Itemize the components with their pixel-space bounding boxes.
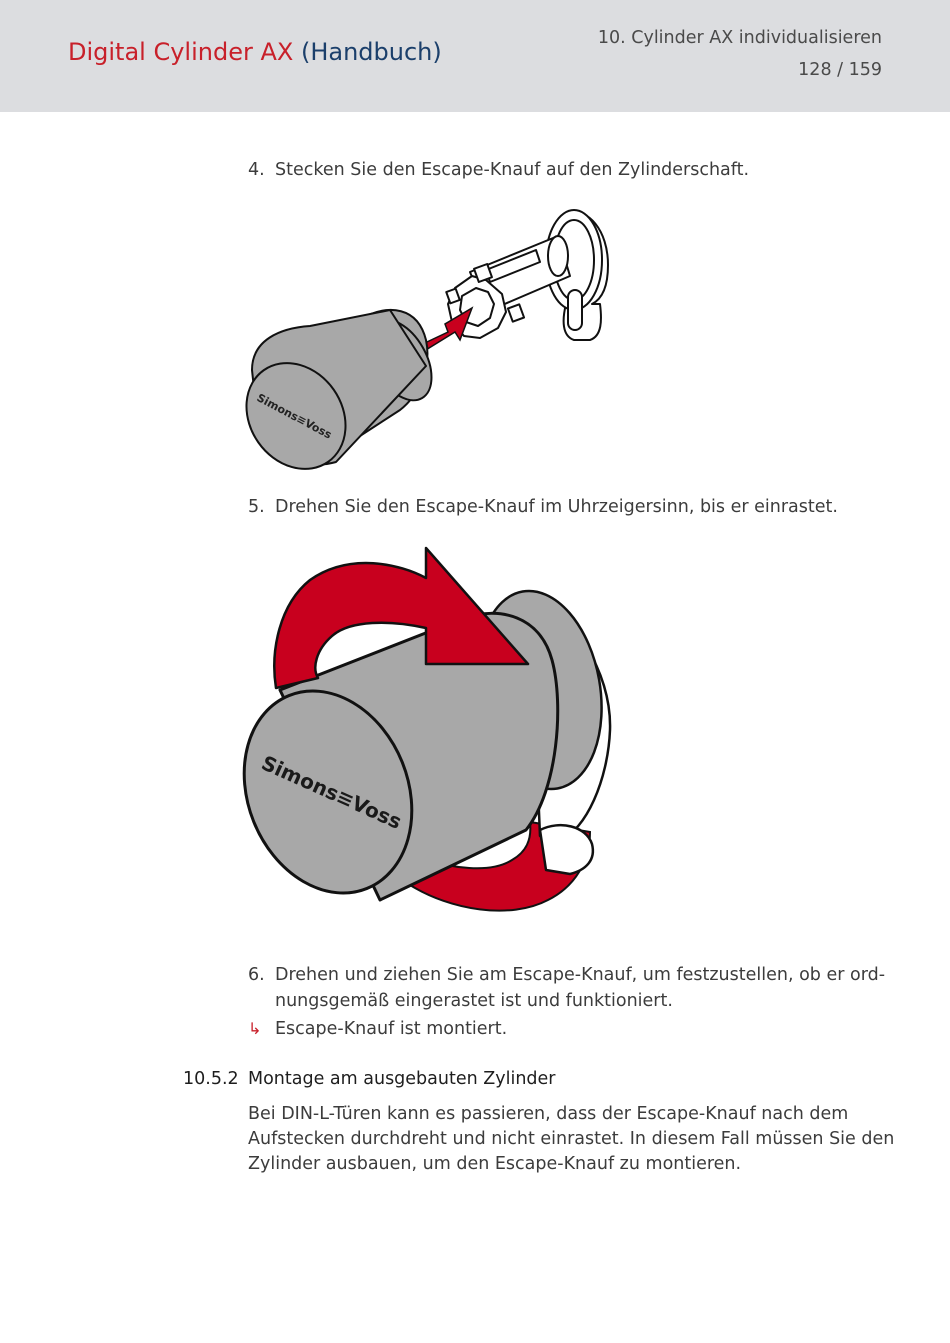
document-title-sub: (Handbuch) — [300, 38, 442, 66]
section-paragraph-line-1: Bei DIN-L-Türen kann es passieren, dass … — [248, 1104, 849, 1124]
step-number: 4. — [248, 160, 265, 180]
step-text-line1: Drehen und ziehen Sie am Escape-Knauf, u… — [275, 965, 886, 985]
step-number: 6. — [248, 965, 265, 985]
result-text: Escape-Knauf ist montiert. — [275, 1019, 508, 1039]
step-result: ↳ Escape-Knauf ist montiert. — [248, 1016, 507, 1042]
chapter-title: 10. Cylinder AX individualisieren — [597, 28, 882, 48]
result-arrow-icon: ↳ — [248, 1019, 262, 1038]
page-number: 128 / 159 — [798, 60, 882, 80]
section-title: Montage am ausgebauten Zylinder — [248, 1069, 556, 1089]
document-title-main: Digital Cylinder AX — [68, 38, 294, 66]
section-number: 10.5.2 — [183, 1069, 239, 1089]
step-5: 5. Drehen Sie den Escape-Knauf im Uhrzeig… — [248, 494, 838, 520]
step-text: Drehen Sie den Escape-Knauf im Uhrzeiger… — [275, 497, 838, 517]
section-paragraph-line-2: Aufstecken durchdreht und nicht einraste… — [248, 1129, 895, 1149]
figure-mount-knob: Simons≡Voss — [245, 209, 609, 470]
step-text: Stecken Sie den Escape-Knauf auf den Zyl… — [275, 160, 750, 180]
figure-rotate-knob: Simons≡Voss — [242, 546, 612, 912]
section-paragraph-line-3: Zylinder ausbauen, um den Escape-Knauf z… — [248, 1154, 742, 1174]
document-title: Digital Cylinder AX (Handbuch) — [68, 38, 442, 66]
step-4: 4. Stecken Sie den Escape-Knauf auf den Z… — [248, 157, 749, 183]
step-number: 5. — [248, 497, 265, 517]
step-6: 6. Drehen und ziehen Sie am Escape-Knauf,… — [248, 962, 885, 988]
page-header: Digital Cylinder AX (Handbuch) 10. Cylin… — [0, 0, 950, 112]
step-6-continuation: nungsgemäß eingerastet ist und funktioni… — [275, 991, 673, 1011]
